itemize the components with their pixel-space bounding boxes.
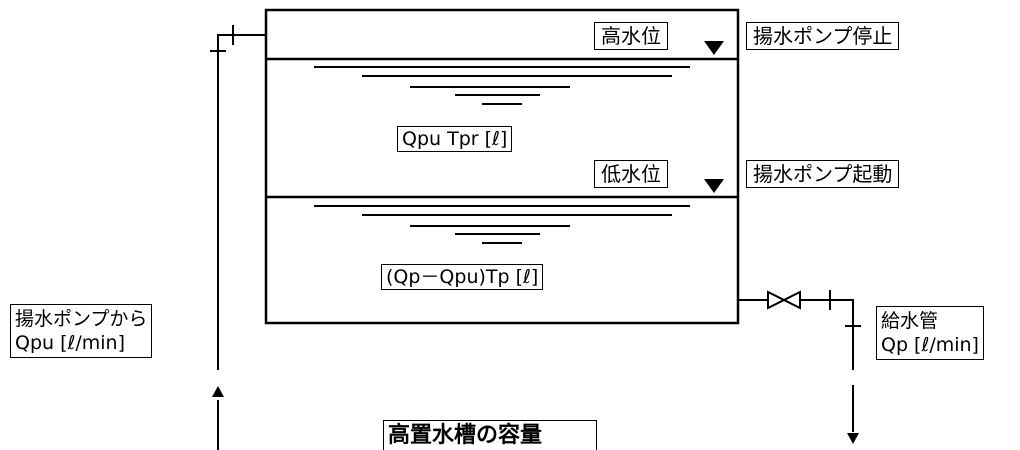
high-level-marker-icon bbox=[704, 41, 724, 55]
tank-outline bbox=[264, 8, 740, 325]
lower-volume-label: (Qp－Qpu)Tp [ℓ] bbox=[381, 264, 544, 290]
low-level-marker-icon bbox=[704, 179, 724, 193]
outflow-label-line2: Qp [ℓ/min] bbox=[881, 334, 979, 356]
pump-start-label: 揚水ポンプ起動 bbox=[746, 160, 900, 188]
lower-water-surface-lines bbox=[314, 205, 690, 244]
gate-valve-icon bbox=[767, 290, 801, 310]
outflow-label: 給水管 Qp [ℓ/min] bbox=[876, 306, 984, 360]
inflow-label-line1: 揚水ポンプから bbox=[15, 308, 148, 330]
inflow-label-line2: Qpu [ℓ/min] bbox=[15, 332, 126, 354]
outflow-label-line1: 給水管 bbox=[881, 310, 939, 332]
inflow-pipe bbox=[210, 25, 266, 370]
inflow-arrow-icon bbox=[212, 386, 224, 450]
pump-stop-label: 揚水ポンプ停止 bbox=[746, 22, 900, 50]
low-water-level-label: 低水位 bbox=[594, 160, 668, 188]
upper-water-surface-lines bbox=[314, 66, 690, 105]
outflow-arrow-icon bbox=[847, 385, 859, 444]
diagram-title: 高置水槽の容量 bbox=[383, 420, 597, 450]
high-water-level-label: 高水位 bbox=[594, 22, 668, 50]
inflow-label: 揚水ポンプから Qpu [ℓ/min] bbox=[10, 304, 153, 358]
upper-volume-label: Qpu Tpr [ℓ] bbox=[397, 126, 513, 152]
